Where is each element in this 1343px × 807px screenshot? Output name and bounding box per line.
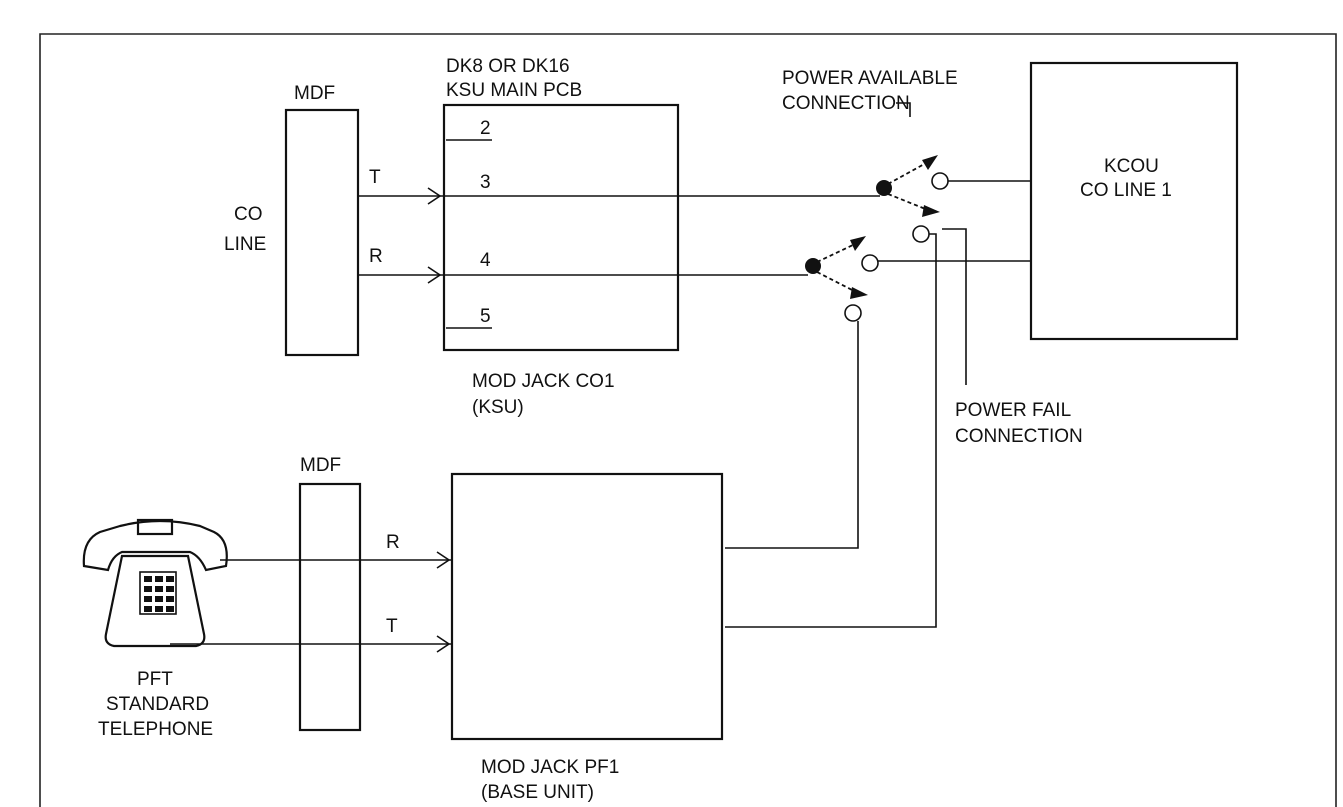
base-unit-block — [450, 472, 724, 741]
relay-arrow-ring-upper — [850, 236, 866, 251]
relay-arrow-tip-lower — [922, 205, 940, 217]
kcou-block — [1029, 61, 1239, 341]
power-fail-ring-wire — [725, 321, 859, 549]
co-line-label-1: CO — [234, 204, 263, 225]
power-available-contact-tip — [931, 172, 949, 190]
kcou-label-1: KCOU — [1104, 156, 1159, 177]
pin-4-label: 4 — [480, 250, 491, 271]
tip-label-bottom: T — [386, 616, 398, 637]
tip-arrow-bottom — [436, 635, 451, 653]
pft-label-3: TELEPHONE — [98, 719, 213, 740]
ring-arrow-bottom — [436, 551, 451, 569]
modjack-co1-label-1: MOD JACK CO1 — [472, 371, 615, 392]
tip-arrow-top — [427, 187, 442, 205]
modjack-pf1-label-1: MOD JACK PF1 — [481, 757, 619, 778]
pft-label-2: STANDARD — [106, 694, 209, 715]
power-fail-contact-tip — [912, 225, 930, 243]
ksu-title-line-1: DK8 OR DK16 — [446, 56, 570, 77]
mdf-bottom-label: MDF — [300, 455, 341, 476]
mdf-top-label: MDF — [294, 83, 335, 104]
tip-label-top: T — [369, 167, 381, 188]
ring-label-bottom: R — [386, 532, 400, 553]
relay-arrow-tip-upper — [922, 155, 938, 170]
modjack-co1-label-2: (KSU) — [472, 397, 524, 418]
ksu-main-pcb-block — [442, 103, 680, 352]
relay-arrow-ring-lower — [850, 287, 868, 299]
pin-2-label: 2 — [480, 118, 491, 139]
relay-armature-ring-lower — [816, 271, 857, 293]
mdf-top-block — [284, 108, 360, 357]
relay-armature-ring-upper — [816, 243, 856, 263]
ring-arrow-top — [427, 266, 442, 284]
power-available-contact-ring — [861, 254, 879, 272]
kcou-label-2: CO LINE 1 — [1080, 180, 1172, 201]
pin-3-label: 3 — [480, 172, 491, 193]
power-fail-tip-wire — [725, 233, 937, 628]
co-line-label-2: LINE — [224, 234, 266, 255]
relay-armature-tip-lower — [887, 193, 929, 211]
ksu-title-line-2: KSU MAIN PCB — [446, 80, 582, 101]
mdf-bottom-block — [298, 482, 362, 732]
modjack-pf1-label-2: (BASE UNIT) — [481, 782, 594, 803]
power-available-label-2: CONNECTION — [782, 93, 910, 114]
power-fail-contact-ring — [844, 304, 862, 322]
power-fail-label-1: POWER FAIL — [955, 400, 1071, 421]
power-fail-leader — [942, 228, 967, 385]
pin-5-label: 5 — [480, 306, 491, 327]
figure-frame — [39, 33, 1337, 807]
relay-armature-tip-upper — [887, 161, 929, 185]
power-available-leader — [896, 102, 911, 117]
power-available-label-1: POWER AVAILABLE — [782, 68, 958, 89]
desk-telephone-icon — [82, 518, 228, 648]
power-fail-label-2: CONNECTION — [955, 426, 1083, 447]
pft-label-1: PFT — [137, 669, 173, 690]
ring-label-top: R — [369, 246, 383, 267]
